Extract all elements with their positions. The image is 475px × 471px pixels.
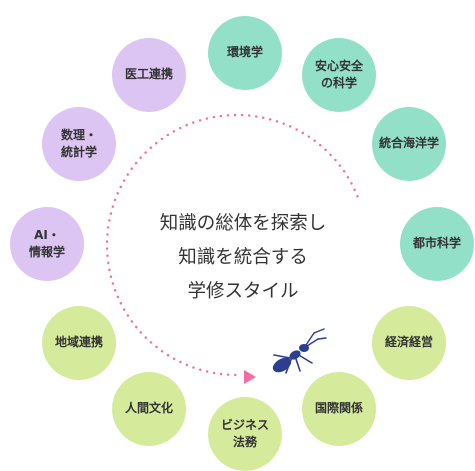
dotted-arc (105, 113, 359, 377)
field-circle[interactable]: 都市科学 (400, 207, 474, 281)
center-caption: 知識の総体を探索し 知識を統合する 学修スタイル (133, 207, 353, 309)
field-circle[interactable]: 国際関係 (302, 372, 376, 446)
field-circle[interactable]: 環境学 (208, 16, 282, 90)
field-circle[interactable]: 医工連携 (112, 38, 186, 112)
center-line-3: 学修スタイル (187, 281, 299, 302)
field-circle[interactable]: 人間文化 (112, 372, 186, 446)
field-circle[interactable]: ビジネス 法務 (208, 397, 282, 471)
arrow-head-icon (244, 370, 256, 384)
field-circle[interactable]: 数理・ 統計学 (42, 107, 116, 181)
field-circle[interactable]: 経済経営 (372, 306, 446, 380)
field-circle[interactable]: AI・ 情報学 (10, 207, 84, 281)
field-circle[interactable]: 地域連携 (42, 306, 116, 380)
ant-icon (272, 328, 327, 374)
center-line-2: 知識を統合する (178, 247, 308, 268)
field-circle[interactable]: 安心安全 の科学 (302, 38, 376, 112)
field-circle[interactable]: 統合海洋学 (372, 107, 446, 181)
center-line-1: 知識の総体を探索し (159, 213, 327, 234)
